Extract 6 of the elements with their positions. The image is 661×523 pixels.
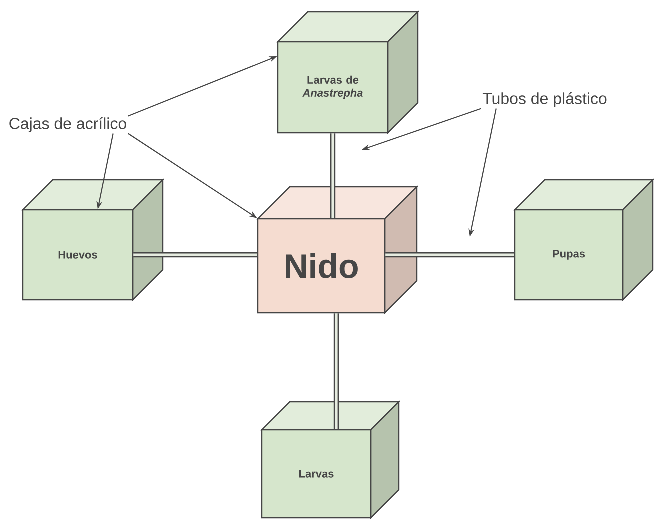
tube-line [334,314,340,430]
callout-text: Cajas de acrílico [10,117,126,133]
tube-line [330,134,336,218]
tube-line [386,252,514,258]
callout-text: Tubos de plástico [482,92,607,108]
tube-line [134,252,258,258]
